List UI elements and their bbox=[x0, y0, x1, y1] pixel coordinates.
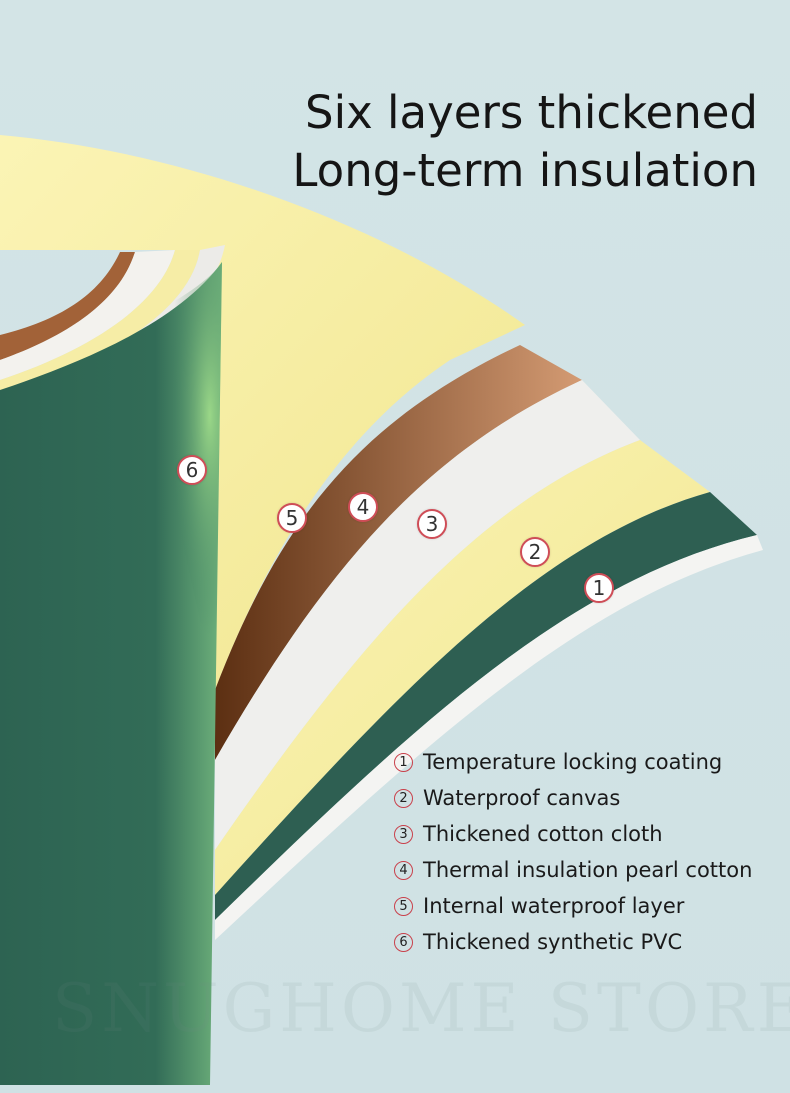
badge-2: 2 bbox=[520, 537, 550, 567]
legend-item: 6 Thickened synthetic PVC bbox=[394, 924, 752, 960]
legend-label: Temperature locking coating bbox=[423, 750, 723, 774]
legend-number: 1 bbox=[394, 752, 413, 772]
legend-item: 1 Temperature locking coating bbox=[394, 744, 752, 780]
layer-legend: 1 Temperature locking coating 2 Waterpro… bbox=[394, 744, 752, 960]
badge-6: 6 bbox=[177, 455, 207, 485]
badge-5: 5 bbox=[277, 503, 307, 533]
layer-3-sheet bbox=[215, 380, 640, 850]
badge-3: 3 bbox=[417, 509, 447, 539]
layer-5-sheet bbox=[215, 345, 582, 760]
legend-item: 4 Thermal insulation pearl cotton bbox=[394, 852, 752, 888]
headline-line-2: Long-term insulation bbox=[292, 144, 758, 197]
legend-number: 2 bbox=[394, 788, 413, 808]
legend-label: Waterproof canvas bbox=[423, 786, 621, 810]
legend-number: 5 bbox=[394, 896, 413, 916]
headline-line-1: Six layers thickened bbox=[305, 86, 758, 139]
layer-2-sheet bbox=[215, 440, 710, 895]
legend-label: Thickened synthetic PVC bbox=[423, 930, 683, 954]
legend-label: Internal waterproof layer bbox=[423, 894, 685, 918]
top-left-edges bbox=[0, 252, 135, 360]
store-watermark: SNUGHOME STORE bbox=[52, 970, 790, 1047]
layer-1-sheet bbox=[215, 492, 757, 920]
headline: Six layers thickened Long-term insulatio… bbox=[292, 84, 758, 200]
legend-item: 5 Internal waterproof layer bbox=[394, 888, 752, 924]
badge-1: 1 bbox=[584, 573, 614, 603]
legend-number: 6 bbox=[394, 932, 413, 952]
legend-label: Thermal insulation pearl cotton bbox=[423, 858, 753, 882]
legend-number: 3 bbox=[394, 824, 413, 844]
layer-6-sheet bbox=[0, 135, 525, 690]
legend-label: Thickened cotton cloth bbox=[423, 822, 663, 846]
legend-item: 3 Thickened cotton cloth bbox=[394, 816, 752, 852]
legend-number: 4 bbox=[394, 860, 413, 880]
badge-4: 4 bbox=[348, 492, 378, 522]
legend-item: 2 Waterproof canvas bbox=[394, 780, 752, 816]
